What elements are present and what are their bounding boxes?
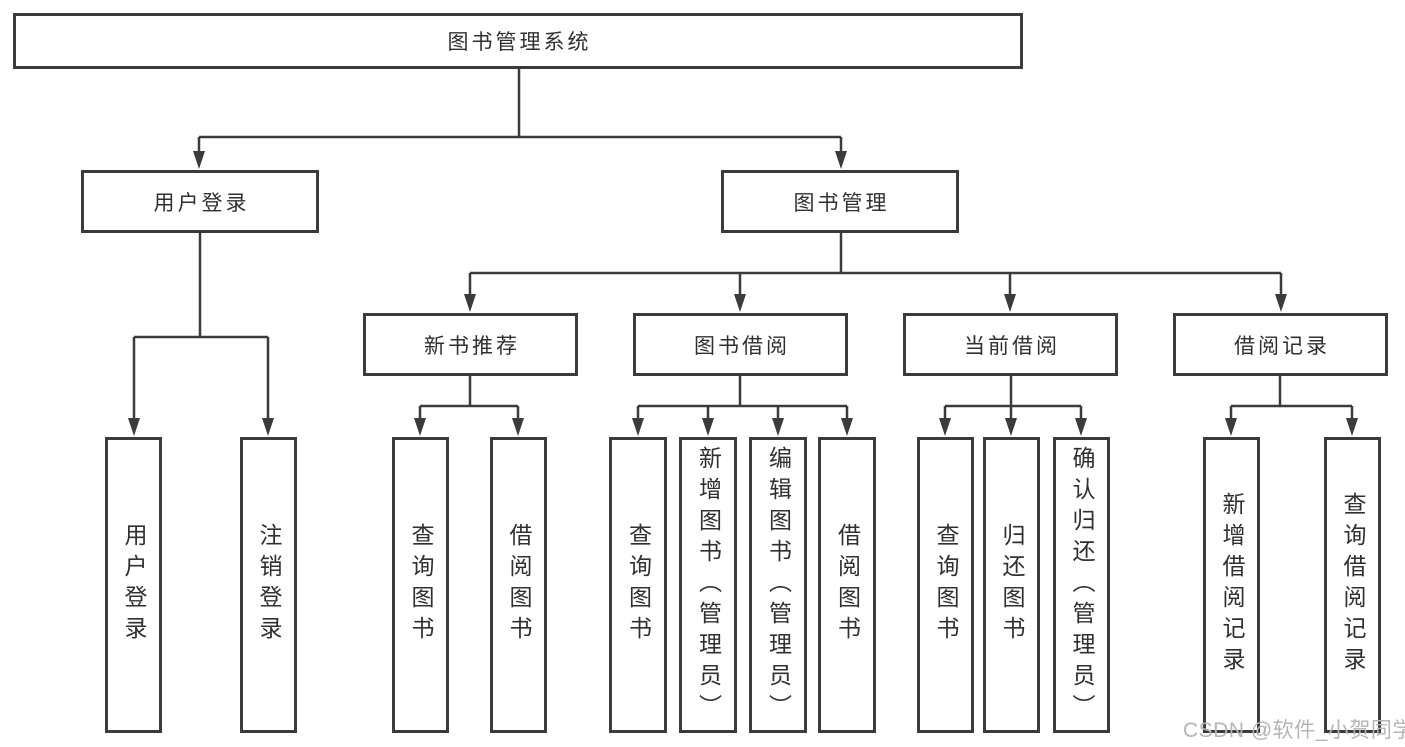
leaf-return-books: 归还图书 — [983, 437, 1040, 733]
node-book-management: 图书管理 — [721, 170, 959, 233]
leaf-label: 查询借阅记录 — [1340, 492, 1366, 678]
node-new-book-recommendation: 新书推荐 — [363, 313, 578, 376]
leaf-query-books: 查询图书 — [609, 437, 667, 733]
node-label: 新书推荐 — [424, 334, 520, 358]
leaf-label: 用户登录 — [121, 523, 147, 647]
leaf-label: 注销登录 — [256, 523, 282, 647]
leaf-label: 查询图书 — [408, 523, 434, 647]
leaf-borrow-books-recommend: 借阅图书 — [490, 437, 547, 733]
leaf-label: 查询图书 — [933, 523, 959, 647]
node-current-borrowing: 当前借阅 — [903, 313, 1118, 376]
node-label: 借阅记录 — [1234, 334, 1330, 358]
leaf-query-books-recommend: 查询图书 — [392, 437, 449, 733]
node-user-login: 用户登录 — [81, 170, 319, 233]
csdn-watermark: CSDN @软件_小贺同学 — [1183, 719, 1405, 742]
leaf-confirm-return-admin: 确认归还（管理员） — [1053, 437, 1110, 733]
node-label: 图书管理 — [793, 191, 890, 215]
node-library-management-system: 图书管理系统 — [13, 13, 1023, 69]
node-label: 当前借阅 — [964, 334, 1060, 358]
leaf-label: 归还图书 — [999, 523, 1025, 647]
leaf-label: 借阅图书 — [834, 523, 861, 647]
leaf-label: 新增图书（管理员） — [695, 445, 722, 725]
node-label: 图书管理系统 — [447, 31, 592, 54]
leaf-add-borrow-record: 新增借阅记录 — [1203, 437, 1260, 733]
leaf-label: 编辑图书（管理员） — [765, 445, 792, 725]
node-borrowing-records: 借阅记录 — [1173, 313, 1388, 376]
leaf-user-login: 用户登录 — [105, 437, 162, 733]
leaf-add-books-admin: 新增图书（管理员） — [679, 437, 737, 733]
leaf-label: 查询图书 — [625, 523, 652, 647]
leaf-label: 确认归还（管理员） — [1069, 445, 1095, 725]
node-book-borrowing: 图书借阅 — [633, 313, 848, 376]
leaf-label: 借阅图书 — [506, 523, 532, 647]
leaf-logout: 注销登录 — [240, 437, 297, 733]
node-label: 用户登录 — [153, 191, 250, 215]
leaf-label: 新增借阅记录 — [1219, 492, 1245, 678]
leaf-query-borrow-record: 查询借阅记录 — [1324, 437, 1381, 733]
leaf-borrow-books: 借阅图书 — [818, 437, 876, 733]
leaf-query-books-current: 查询图书 — [917, 437, 974, 733]
leaf-edit-books-admin: 编辑图书（管理员） — [749, 437, 807, 733]
node-label: 图书借阅 — [694, 334, 790, 358]
